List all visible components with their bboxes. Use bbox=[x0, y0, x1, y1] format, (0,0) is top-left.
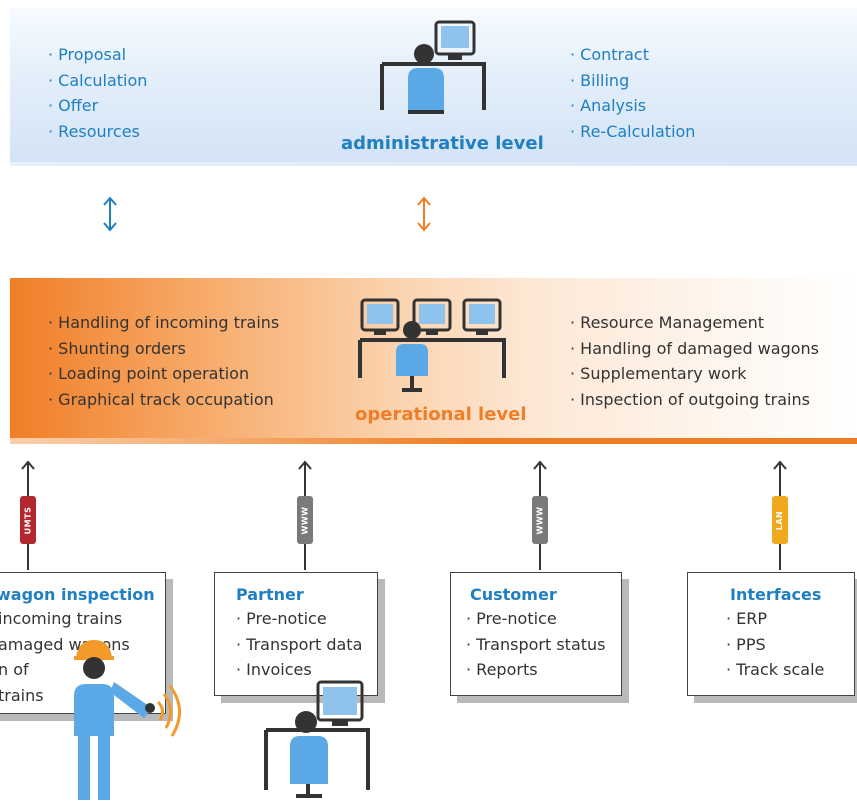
partner-title: Partner bbox=[236, 585, 304, 604]
blue-double-arrow bbox=[103, 196, 117, 232]
interfaces-item: Track scale bbox=[726, 657, 824, 683]
orange-double-arrow bbox=[417, 196, 431, 232]
wagon-line: incoming trains bbox=[0, 609, 123, 628]
admin-right-item: Billing bbox=[570, 68, 695, 94]
interfaces-item: ERP bbox=[726, 606, 824, 632]
www-tag-label: WWW bbox=[300, 506, 310, 534]
admin-right-item: Analysis bbox=[570, 93, 695, 119]
ops-left-list: Handling of incoming trains Shunting ord… bbox=[48, 310, 279, 412]
partner-workstation-icon bbox=[264, 680, 370, 798]
www-tag-customer: WWW bbox=[532, 496, 548, 544]
customer-title: Customer bbox=[470, 585, 557, 604]
ops-right-item: Inspection of outgoing trains bbox=[570, 387, 819, 413]
operations-workstation-icon bbox=[358, 298, 506, 392]
interfaces-title: Interfaces bbox=[730, 585, 822, 604]
admin-right-list: Contract Billing Analysis Re-Calculation bbox=[570, 42, 695, 144]
customer-item: Transport status bbox=[466, 632, 605, 658]
admin-level-title: administrative level bbox=[341, 133, 544, 154]
wagon-inspection-list: incoming trains amaged wagons n of train… bbox=[0, 606, 130, 708]
customer-list: Pre-notice Transport status Reports bbox=[466, 606, 606, 683]
wagon-line: trains bbox=[0, 685, 44, 705]
www-tag-partner: WWW bbox=[297, 496, 313, 544]
ops-right-item: Resource Management bbox=[570, 310, 819, 336]
admin-right-item: Contract bbox=[570, 42, 695, 68]
admin-left-item: Resources bbox=[48, 119, 147, 145]
ops-left-item: Graphical track occupation bbox=[48, 387, 279, 413]
interfaces-list: ERP PPS Track scale bbox=[726, 606, 824, 683]
partner-item: Invoices bbox=[236, 657, 362, 683]
ops-right-item: Handling of damaged wagons bbox=[570, 336, 819, 362]
admin-workstation-icon bbox=[380, 20, 486, 114]
umts-tag-label: UMTS bbox=[23, 506, 33, 534]
wagon-inspection-title: wagon inspection bbox=[0, 585, 155, 604]
ops-left-item: Shunting orders bbox=[48, 336, 279, 362]
partner-item: Pre-notice bbox=[236, 606, 362, 632]
admin-left-item: Offer bbox=[48, 93, 147, 119]
ops-right-item: Supplementary work bbox=[570, 361, 819, 387]
ops-left-item: Loading point operation bbox=[48, 361, 279, 387]
partner-list: Pre-notice Transport data Invoices bbox=[236, 606, 362, 683]
umts-tag: UMTS bbox=[20, 496, 36, 544]
partner-item: Transport data bbox=[236, 632, 362, 658]
wagon-inspector-icon bbox=[74, 640, 181, 800]
ops-right-list: Resource Management Handling of damaged … bbox=[570, 310, 819, 412]
wagon-line: n of bbox=[0, 660, 29, 679]
admin-left-list: Proposal Calculation Offer Resources bbox=[48, 42, 147, 144]
ops-level-title: operational level bbox=[355, 404, 527, 425]
admin-left-item: Calculation bbox=[48, 68, 147, 94]
www-tag-label: WWW bbox=[535, 506, 545, 534]
lan-tag-label: LAN bbox=[775, 510, 785, 530]
ops-left-item: Handling of incoming trains bbox=[48, 310, 279, 336]
lan-tag: LAN bbox=[772, 496, 788, 544]
interfaces-item: PPS bbox=[726, 632, 824, 658]
admin-left-item: Proposal bbox=[48, 42, 147, 68]
admin-right-item: Re-Calculation bbox=[570, 119, 695, 145]
customer-item: Reports bbox=[466, 657, 606, 683]
customer-item: Pre-notice bbox=[466, 606, 606, 632]
